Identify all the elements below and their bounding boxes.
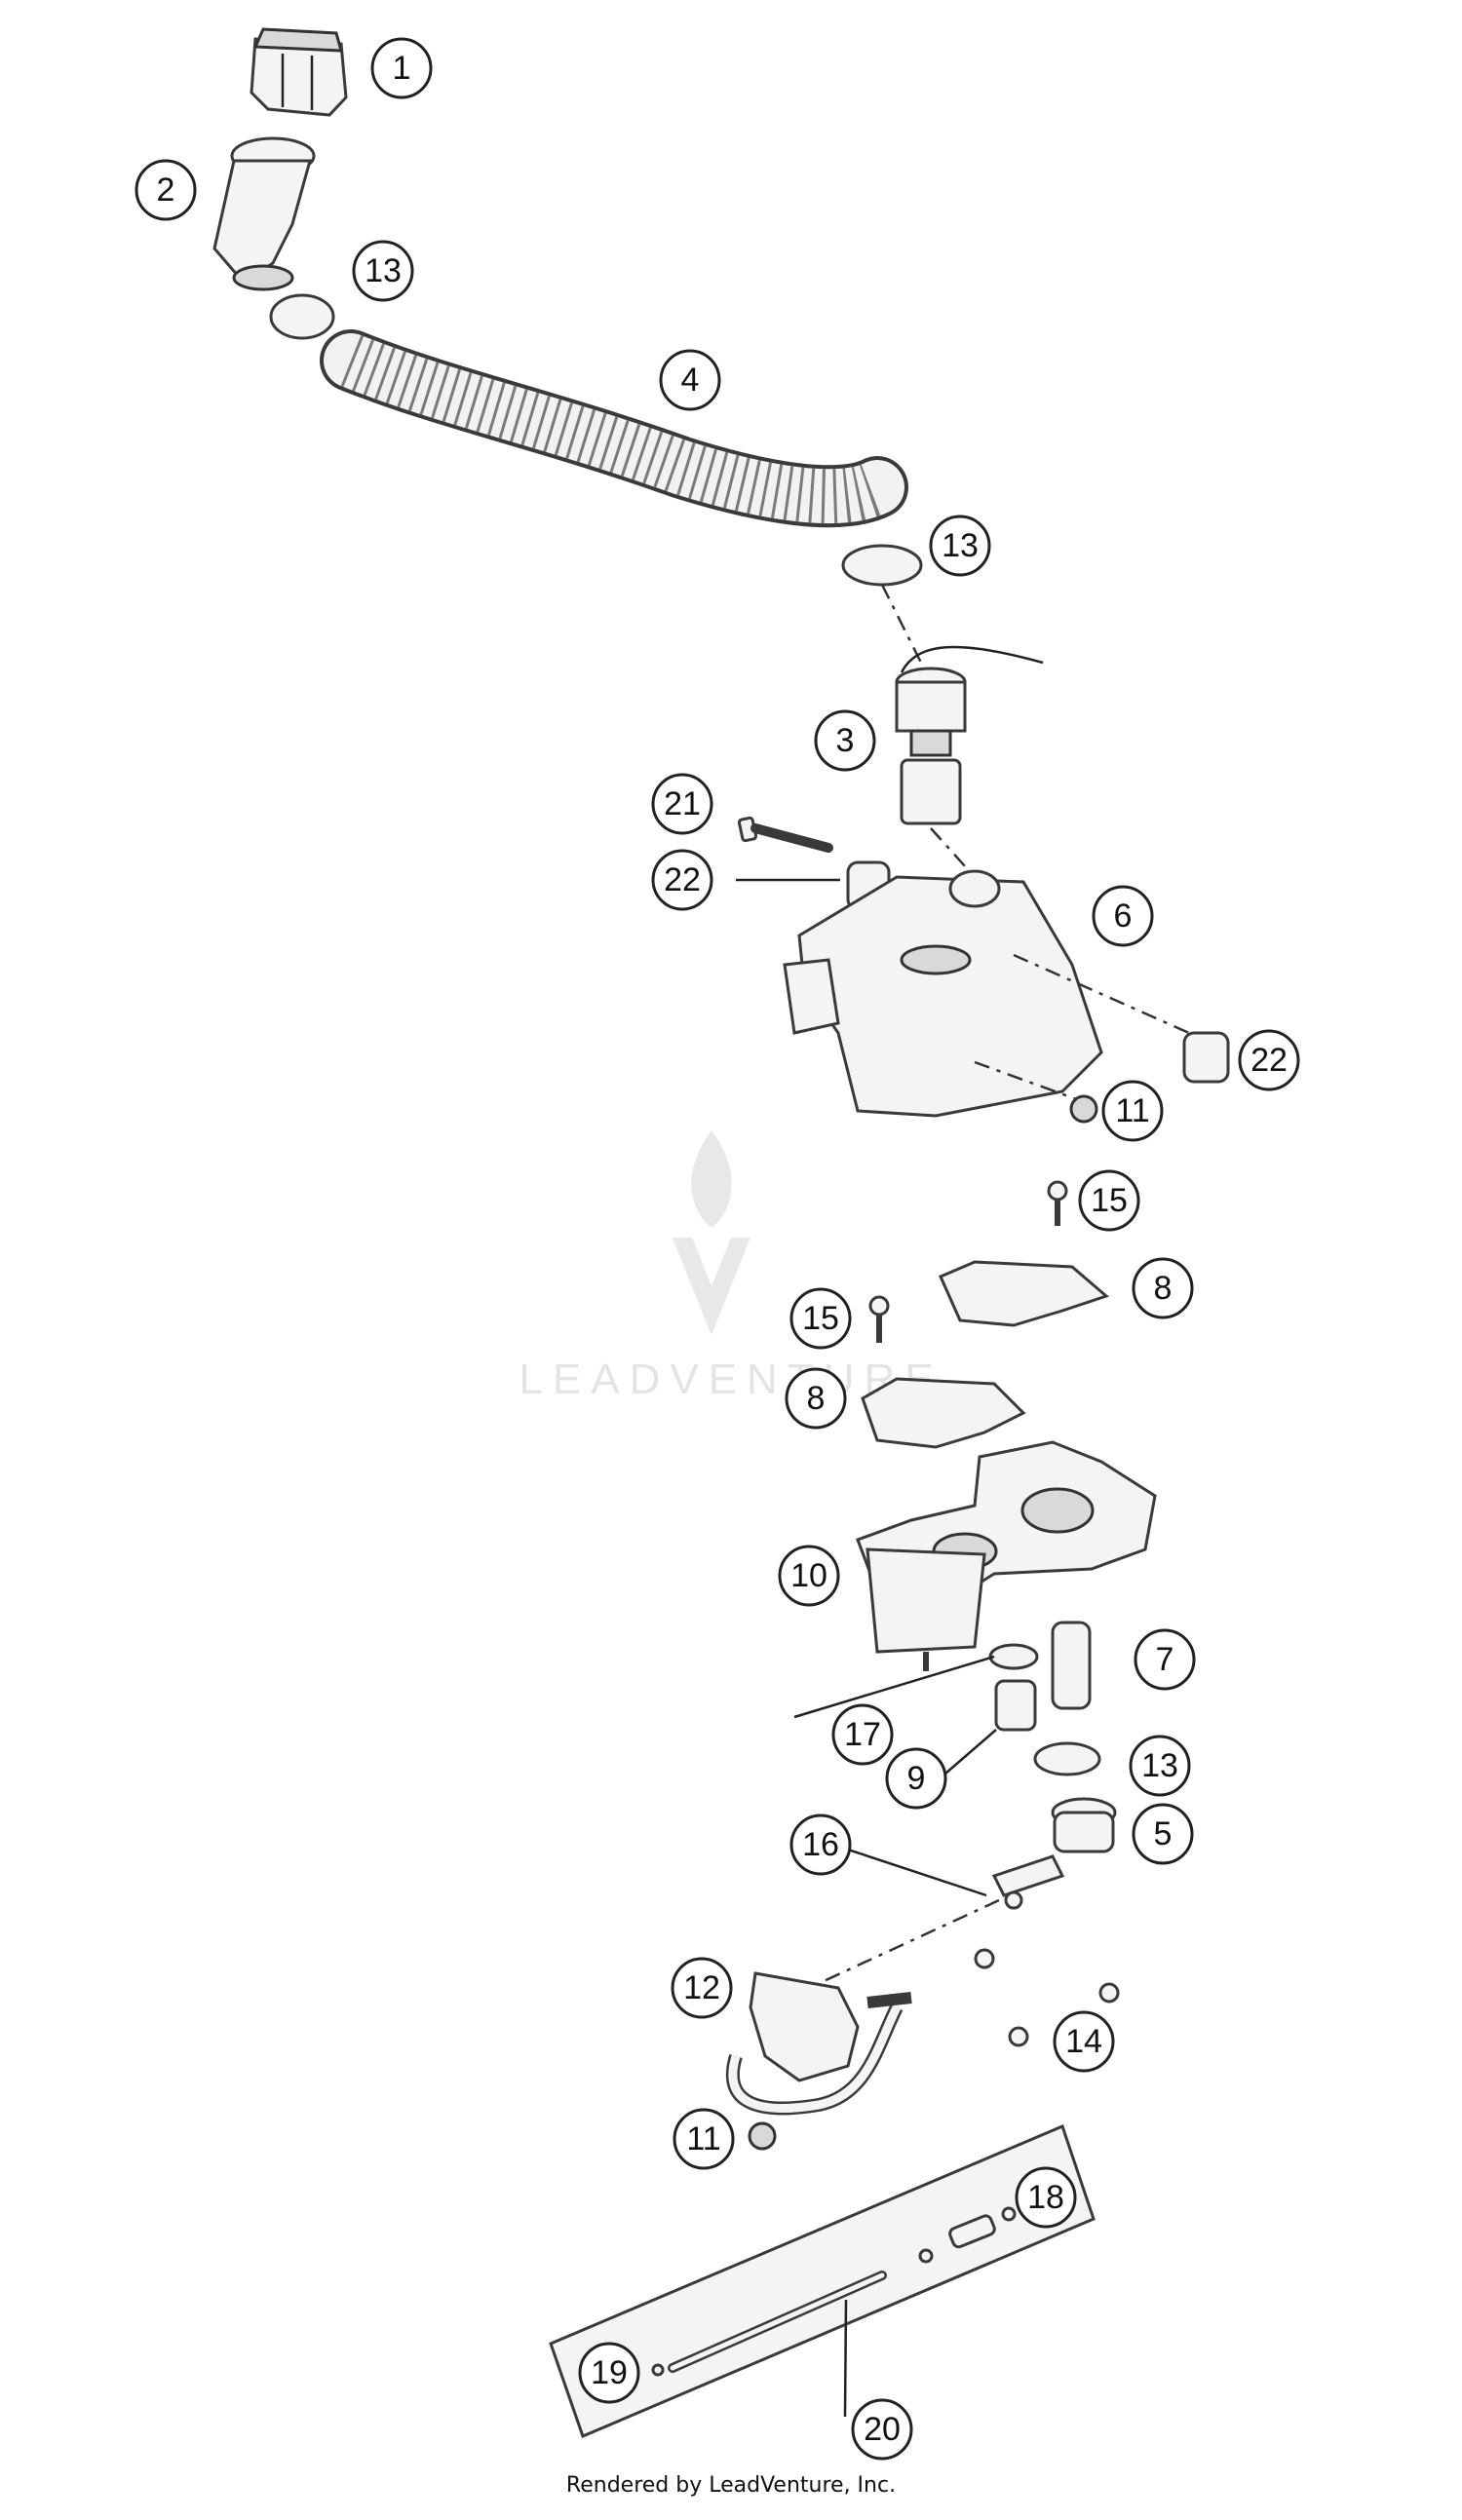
svg-text:18: 18	[1027, 2179, 1064, 2216]
axis-line-2	[930, 827, 976, 878]
callout-7: 7	[1134, 1628, 1196, 1691]
part-bracket-10	[856, 1440, 1157, 1671]
callout-19: 19	[578, 2342, 640, 2404]
watermark: LEADVENTURE	[519, 1130, 943, 1403]
callout-14: 14	[1053, 2010, 1115, 2073]
callout-13-upper: 13	[352, 240, 414, 302]
svg-text:13: 13	[365, 252, 402, 289]
svg-text:11: 11	[1115, 1092, 1149, 1129]
svg-text:22: 22	[1250, 1042, 1288, 1079]
footer-credit: Rendered by LeadVenture, Inc.	[565, 2473, 897, 2498]
clamp-13-upper	[269, 293, 335, 340]
svg-text:13: 13	[1141, 1747, 1178, 1784]
svg-text:21: 21	[664, 785, 701, 822]
part-sensor-8-upper	[939, 1260, 1109, 1327]
svg-text:15: 15	[1091, 1182, 1128, 1219]
callout-2: 2	[135, 159, 197, 221]
svg-text:17: 17	[844, 1716, 881, 1753]
part-housing-6	[783, 869, 1103, 1118]
svg-text:9: 9	[907, 1760, 926, 1797]
svg-text:2: 2	[157, 172, 175, 209]
part-ring-17	[988, 1643, 1039, 1670]
leader-lines	[736, 878, 997, 2418]
part-screws-14	[974, 1948, 1120, 2047]
part-bolt-11-lower	[748, 2121, 777, 2151]
watermark-text: LEADVENTURE	[519, 1355, 943, 1403]
callout-9: 9	[885, 1747, 947, 1810]
callout-1: 1	[370, 37, 433, 99]
svg-text:16: 16	[802, 1826, 839, 1863]
part-screw-15-upper	[1047, 1180, 1068, 1226]
svg-text:13: 13	[942, 527, 979, 564]
watermark-flame-icon	[691, 1130, 732, 1228]
svg-text:14: 14	[1065, 2023, 1102, 2060]
part-nut-11-upper	[1069, 1094, 1098, 1124]
callout-22-left: 22	[651, 849, 713, 911]
callout-16: 16	[789, 1814, 852, 1876]
svg-text:6: 6	[1114, 897, 1133, 935]
callout-5: 5	[1132, 1803, 1194, 1865]
part-clip-16	[991, 1854, 1065, 1910]
part-grommet-22-right	[1182, 1031, 1230, 1084]
callout-6: 6	[1092, 885, 1154, 947]
callout-18: 18	[1015, 2166, 1077, 2229]
clamp-13-middle	[841, 544, 923, 587]
callout-8-lower: 8	[785, 1367, 847, 1430]
callout-22-right: 22	[1238, 1029, 1300, 1091]
svg-text:5: 5	[1154, 1815, 1173, 1852]
svg-text:8: 8	[1154, 1270, 1173, 1307]
svg-text:1: 1	[393, 50, 411, 87]
part-fitting-5	[1051, 1797, 1117, 1853]
axis-line-4	[974, 1060, 1083, 1103]
svg-text:7: 7	[1156, 1641, 1174, 1678]
callout-10: 10	[778, 1545, 840, 1607]
part-screw-15-lower	[868, 1295, 890, 1343]
part-sensor-8-lower	[861, 1377, 1026, 1449]
axis-line-5	[808, 1898, 1000, 1990]
callout-8-upper: 8	[1132, 1257, 1194, 1319]
part-elbow-2	[212, 136, 316, 291]
callout-11-upper: 11	[1101, 1080, 1164, 1142]
callout-17: 17	[831, 1703, 894, 1766]
callout-15-upper: 15	[1078, 1169, 1140, 1232]
svg-text:12: 12	[683, 1969, 720, 2006]
part-pump-12	[725, 1971, 912, 2116]
axis-line-3	[1013, 953, 1190, 1035]
callout-21: 21	[651, 773, 713, 835]
svg-text:22: 22	[664, 861, 701, 898]
part-bolt-21	[737, 816, 833, 853]
callout-13-lower: 13	[1129, 1735, 1191, 1797]
svg-text:20: 20	[864, 2411, 901, 2448]
part-cap-1	[250, 27, 348, 117]
svg-text:10: 10	[790, 1557, 827, 1594]
callout-20: 20	[851, 2398, 913, 2461]
svg-text:3: 3	[836, 722, 855, 759]
watermark-v-icon	[673, 1238, 750, 1335]
clamp-13-lower	[1033, 1741, 1101, 1776]
callout-11-lower: 11	[673, 2108, 735, 2170]
callout-13-middle: 13	[929, 515, 991, 577]
svg-text:4: 4	[681, 362, 700, 399]
part-sleeve-7	[1051, 1621, 1092, 1710]
part-kit-20	[549, 2123, 1096, 2439]
svg-text:8: 8	[807, 1380, 826, 1417]
svg-text:15: 15	[802, 1300, 839, 1337]
callout-4: 4	[659, 349, 721, 411]
svg-text:11: 11	[686, 2120, 720, 2157]
callout-15-lower: 15	[789, 1287, 852, 1350]
part-hose-4	[320, 329, 908, 528]
svg-text:19: 19	[591, 2354, 628, 2391]
part-sensor-3	[895, 645, 1044, 825]
callout-12: 12	[671, 1957, 733, 2019]
callout-3: 3	[814, 709, 876, 772]
part-filter-9	[994, 1679, 1037, 1732]
